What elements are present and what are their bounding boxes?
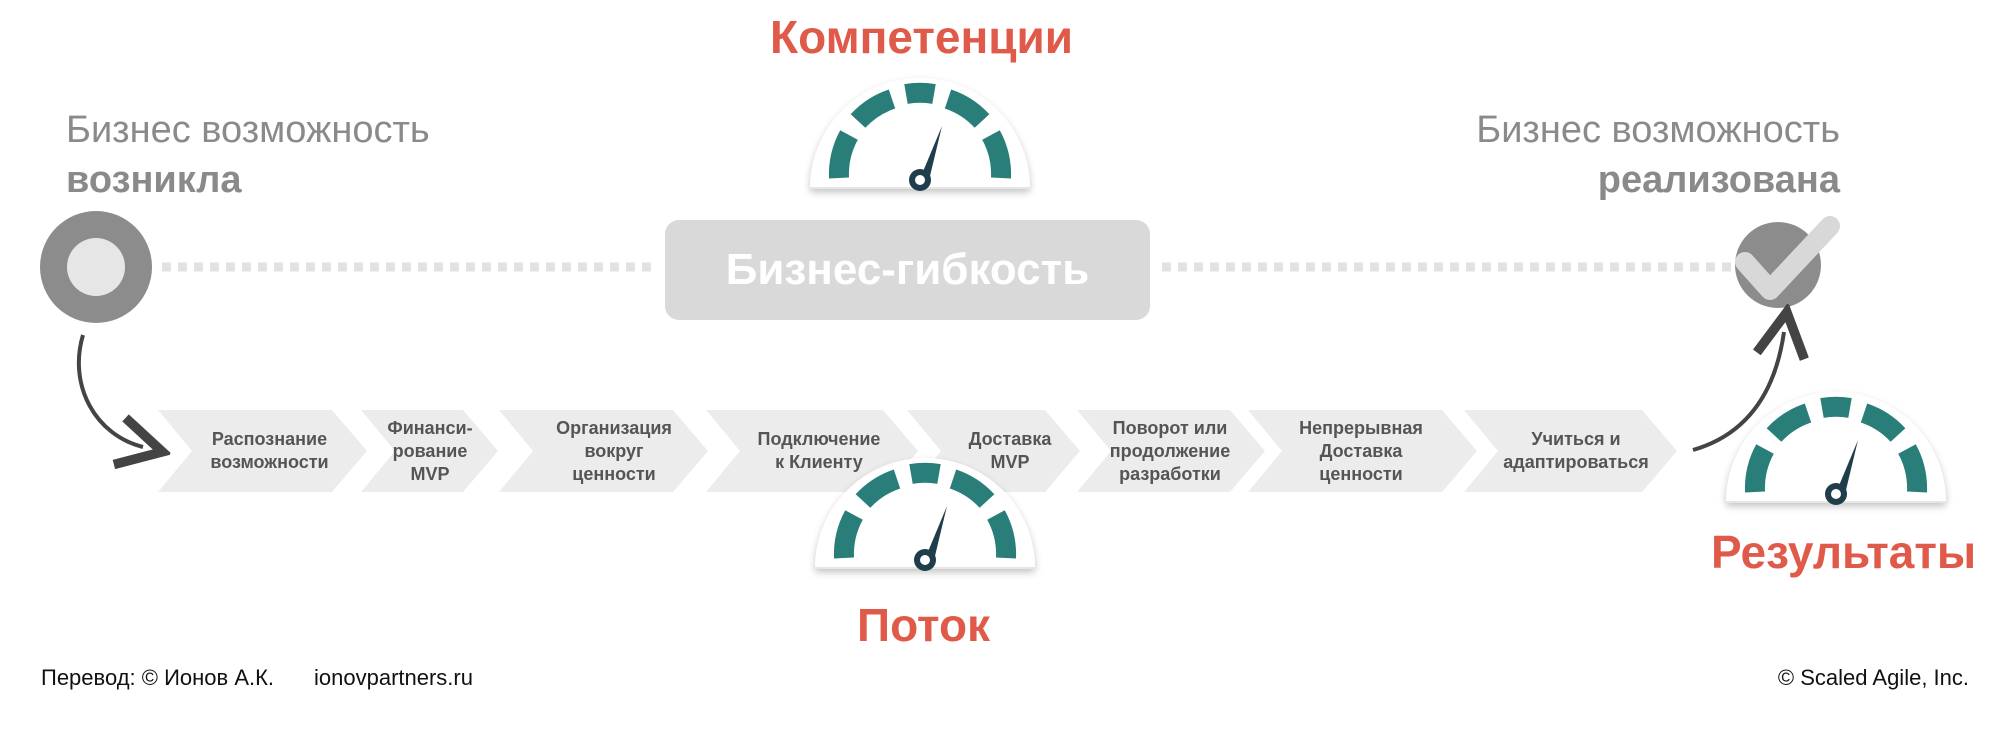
step-label-8: Учиться и адаптироваться [1503,429,1649,472]
chevron-step-6 [1077,410,1265,492]
chevron-step-2 [361,410,498,492]
gauge-icon [810,78,1030,191]
chevron-step-3 [499,410,708,492]
chevron-step-7 [1248,410,1477,492]
start-title-line2: возникла [66,159,242,201]
footer-copyright: © Scaled Agile, Inc. [1777,665,1969,690]
end-title-line1: Бизнес возможность [1476,109,1840,151]
chevron-step-1 [158,410,367,492]
chevron-step-8 [1464,410,1677,492]
value-stream-chevrons [158,410,1677,492]
heading-results: Результаты [1711,526,1977,578]
step-label-6: Поворот или продолжение разработки [1109,417,1231,484]
start-circle-icon [40,211,152,323]
step-label-5: Доставка MVP [968,429,1052,472]
center-label: Бизнес-гибкость [725,245,1090,294]
chevron-step-4 [706,410,918,492]
arrow-into-flow [76,334,143,447]
gauge-icon [1726,392,1946,505]
start-title-line1: Бизнес возможность [66,109,430,151]
end-title: Бизнес возможность реализована [1476,105,1840,205]
step-label-4: Подключение к Клиенту [757,429,881,472]
start-title: Бизнес возможность возникла [66,105,430,205]
center-box [665,220,1150,320]
heading-competencies: Компетенции [770,11,1074,63]
arrow-to-result [1692,332,1784,452]
footer-translation: Перевод: © Ионов А.К. [41,665,275,690]
end-title-line2: реализована [1597,159,1840,201]
step-label-1: Распознание возможности [210,429,329,472]
step-label-2: Финанси- рование MVP [387,417,473,484]
heading-flow: Поток [857,599,991,651]
step-label-3: Организация вокруг ценности [556,417,672,484]
footer-site: ionovpartners.ru [314,665,473,690]
step-label-7: Непрерывная Доставка ценности [1299,417,1423,484]
checkmark-icon [1735,216,1840,308]
